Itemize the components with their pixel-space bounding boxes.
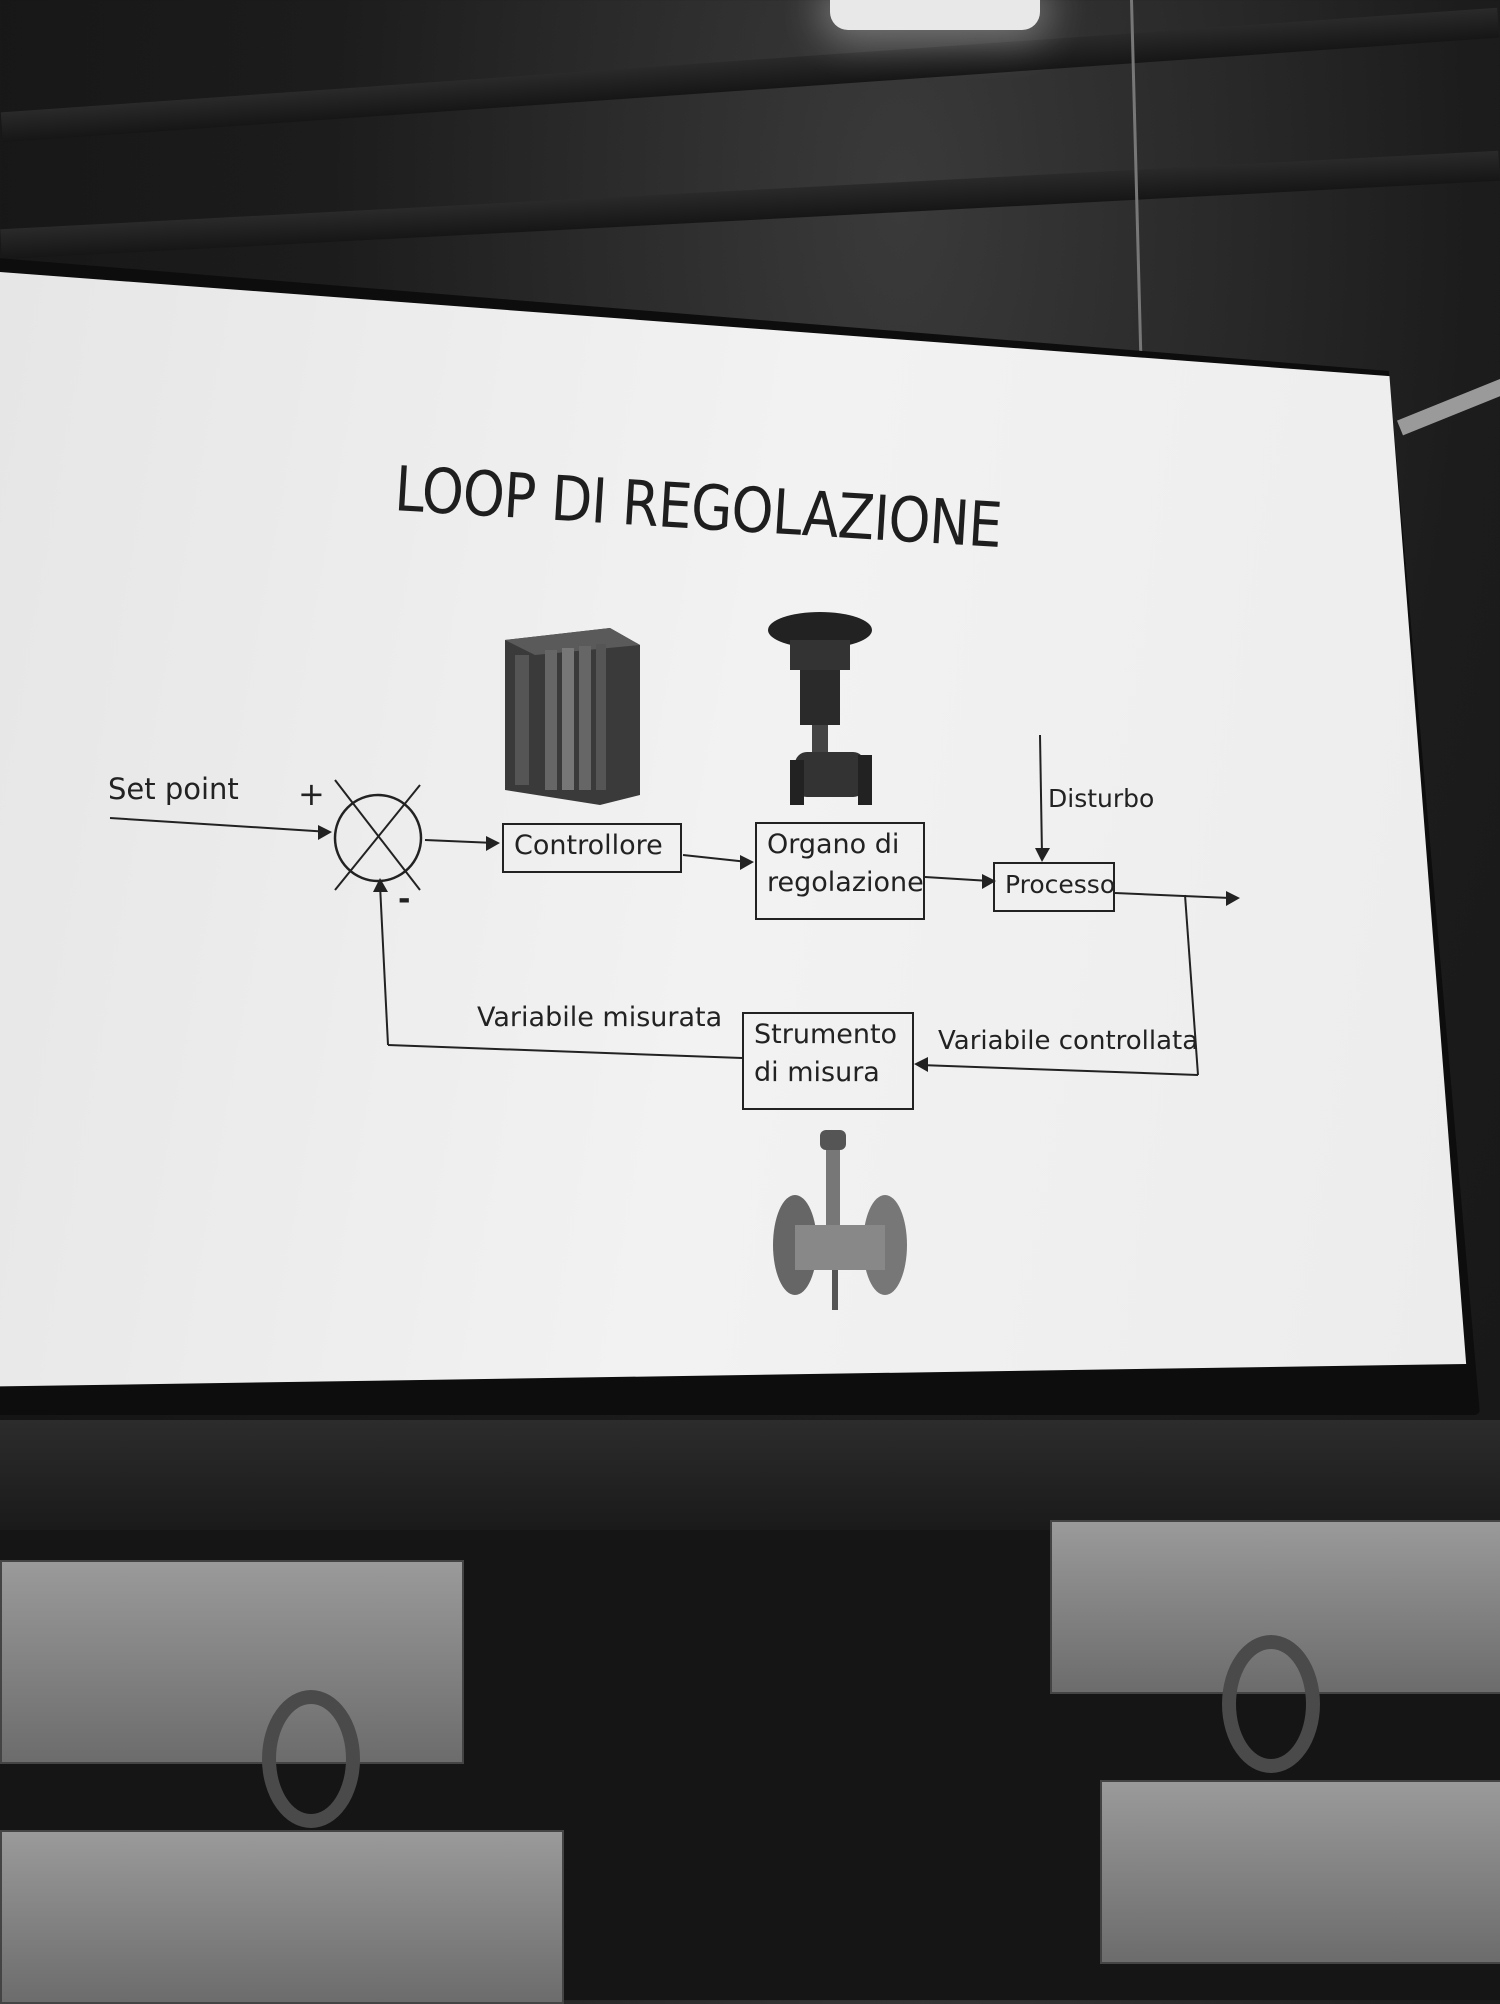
minus-sign: - — [398, 882, 411, 917]
instrument-box: Strumento di misura — [742, 1012, 914, 1110]
instrument-box-line2: di misura — [754, 1057, 880, 1088]
summing-junction — [333, 779, 423, 891]
disturbance-label: Disturbo — [1048, 784, 1155, 813]
controller-box: Controllore — [502, 823, 682, 873]
monitor-screen — [0, 272, 1467, 1387]
cabinet-drawer — [0, 1830, 564, 2004]
controlled-variable-label: Variabile controllata — [938, 1026, 1199, 1056]
cabinet-drawer — [0, 1560, 464, 1764]
process-box: Processo — [993, 862, 1115, 912]
flow-meter-icon — [773, 1130, 907, 1310]
monitor-stand — [0, 1420, 1500, 1530]
cabinet-drawer — [1100, 1780, 1500, 1964]
set-point-label: Set point — [108, 772, 239, 806]
measured-variable-label: Variabile misurata — [477, 1002, 723, 1033]
actuator-box-line1: Organo di — [767, 829, 900, 860]
plus-sign: + — [298, 775, 325, 813]
arrowheads — [318, 825, 1240, 1072]
control-valve-icon — [768, 612, 872, 805]
ceiling-lamp — [830, 0, 1040, 30]
signal-lines — [109, 734, 1231, 1076]
plc-controller-icon — [505, 628, 640, 805]
actuator-box: Organo di regolazione — [755, 822, 925, 920]
actuator-box-line2: regolazione — [767, 867, 924, 898]
instrument-box-line1: Strumento — [754, 1019, 898, 1050]
